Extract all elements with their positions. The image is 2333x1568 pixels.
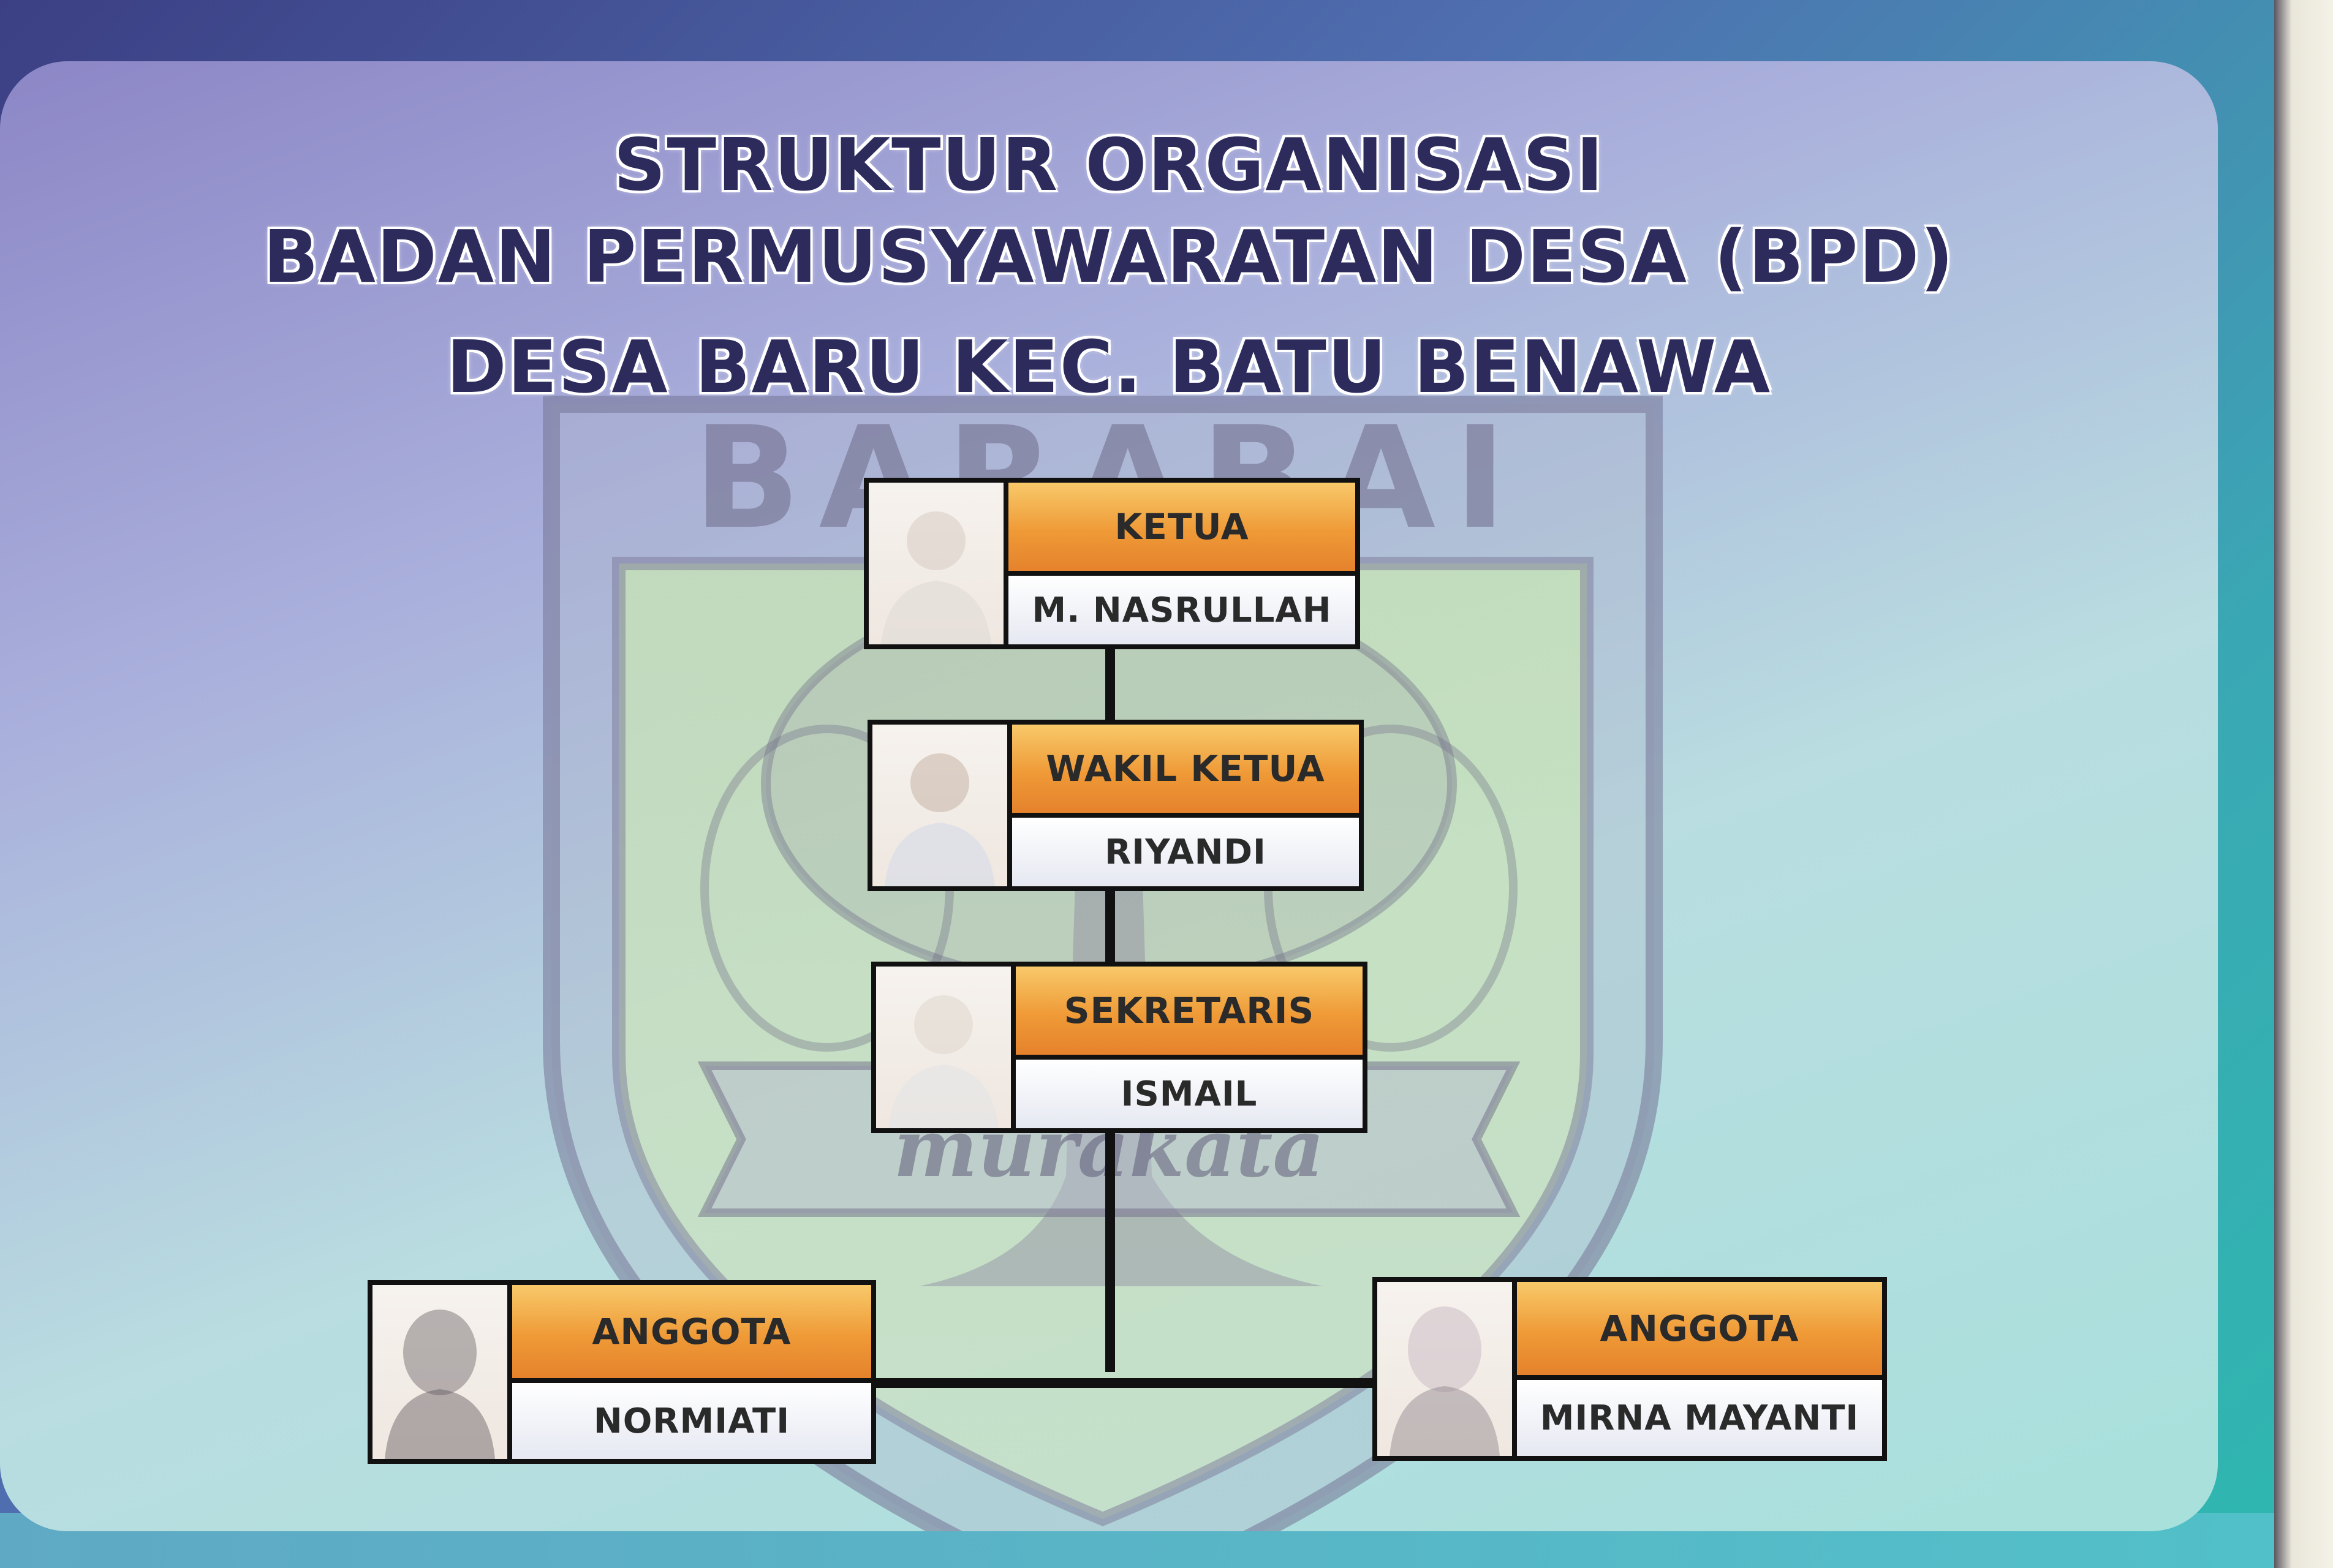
member-name: MIRNA MAYANTI xyxy=(1517,1380,1882,1456)
member-photo xyxy=(1377,1282,1517,1456)
slide-panel: murakata BARABAI STRUKTUR ORGANISASI BAD… xyxy=(0,61,2218,1531)
role-label: ANGGOTA xyxy=(512,1285,871,1383)
connector-anggota-horizontal xyxy=(870,1378,1378,1388)
role-label: ANGGOTA xyxy=(1517,1282,1882,1380)
connector-sekretaris-anggota xyxy=(1105,1127,1115,1372)
member-photo xyxy=(869,483,1008,644)
member-name: M. NASRULLAH xyxy=(1008,576,1355,644)
title-line-1: STRUKTUR ORGANISASI xyxy=(613,123,1605,207)
role-label: SEKRETARIS xyxy=(1016,967,1363,1060)
org-node-wakil-ketua: WAKIL KETUA RIYANDI xyxy=(868,720,1364,891)
org-node-sekretaris: SEKRETARIS ISMAIL xyxy=(871,962,1367,1133)
org-node-anggota-left: ANGGOTA NORMIATI xyxy=(368,1280,876,1464)
title-line-3: DESA BARU KEC. BATU BENAWA xyxy=(446,325,1772,409)
member-name: NORMIATI xyxy=(512,1383,871,1459)
member-photo xyxy=(372,1285,512,1459)
role-label: KETUA xyxy=(1008,483,1355,576)
member-photo xyxy=(872,725,1012,886)
member-name: RIYANDI xyxy=(1012,818,1359,886)
title-line-2: BADAN PERMUSYAWARATAN DESA (BPD) xyxy=(263,214,1955,299)
member-name: ISMAIL xyxy=(1016,1060,1363,1128)
org-node-ketua: KETUA M. NASRULLAH xyxy=(864,478,1360,649)
role-label: WAKIL KETUA xyxy=(1012,725,1359,818)
wall-edge xyxy=(2274,0,2333,1568)
org-node-anggota-right: ANGGOTA MIRNA MAYANTI xyxy=(1372,1277,1887,1461)
member-photo xyxy=(876,967,1016,1128)
